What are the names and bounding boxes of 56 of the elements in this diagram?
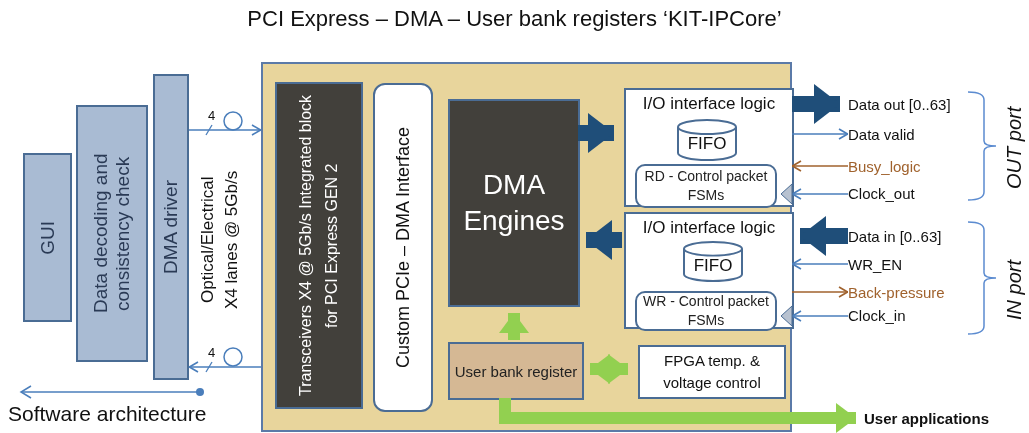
block-arrow: [499, 313, 529, 340]
block-arrow: [499, 398, 856, 433]
box-label: FPGA temp. & voltage control: [662, 351, 762, 393]
arrow: [791, 160, 849, 172]
block-arrow: [586, 220, 622, 260]
signal-label: Busy_logic: [848, 158, 921, 175]
arrow: [791, 188, 849, 200]
arrow: [791, 286, 849, 298]
transceiver-block: [275, 82, 363, 409]
signal-label: Clock_in: [848, 307, 906, 324]
arrow: [791, 310, 849, 322]
block-name: DMA Engines: [462, 168, 566, 238]
arrow: [791, 128, 849, 140]
arrow: [188, 124, 262, 136]
software-layer-box: [23, 153, 72, 322]
link-label: Optical/Electrical X4 lanes @ 5Gb/s: [197, 169, 242, 312]
fsm-label: WR - Control packet FSMs: [641, 292, 770, 330]
signal-label: WR_EN: [848, 256, 903, 273]
arrow: [188, 361, 262, 373]
block-arrow: [792, 84, 840, 124]
register-box: [448, 342, 584, 400]
arrow: [791, 258, 849, 270]
io-logic-box: [624, 212, 794, 329]
signal-label: Data valid: [848, 126, 915, 143]
software-layer-box: [76, 105, 148, 362]
block-name: Transceivers X4 @ 5Gb/s Integrated block for PCI Express GEN 2: [296, 93, 341, 399]
fifo-label: FIFO: [693, 255, 733, 276]
block-arrow: [578, 113, 614, 153]
layer-name: GUI: [36, 220, 59, 255]
box-heading: I/O interface logic: [642, 94, 776, 114]
signal-label: Data out [0..63]: [848, 96, 951, 113]
diagram-title: PCI Express – DMA – User bank registers ‘KIT-IPCore’: [247, 6, 782, 31]
io-logic-box: [624, 88, 794, 207]
dma-engine-block: [448, 99, 580, 307]
bus-width-label: 4: [208, 108, 216, 123]
control-box: [638, 345, 786, 399]
box-heading: I/O interface logic: [642, 218, 776, 238]
layer-name: Data decoding and consistency check: [90, 152, 134, 316]
signal-label: Back-pressure: [848, 284, 945, 301]
port-label: OUT port: [1003, 105, 1026, 192]
section-caption: Software architecture: [8, 402, 207, 426]
port-label: IN port: [1003, 258, 1026, 322]
fsm-box: [635, 164, 777, 208]
interface-block: [373, 83, 433, 412]
signal-label: Clock_out: [848, 185, 915, 202]
box-label: User bank register: [454, 361, 578, 382]
layer-name: DMA driver: [160, 180, 182, 274]
bus-width-label: 4: [208, 345, 216, 360]
block-name: Custom PCIe – DMA Interface: [392, 126, 414, 369]
fpga-board-panel: [261, 62, 792, 432]
fifo-label: FIFO: [687, 134, 727, 154]
signal-label: Data in [0..63]: [848, 228, 942, 245]
fsm-label: RD - Control packet FSMs: [643, 167, 769, 205]
block-arrow: [590, 354, 628, 384]
output-label: User applications: [864, 409, 990, 427]
software-layer-box: [153, 74, 189, 380]
